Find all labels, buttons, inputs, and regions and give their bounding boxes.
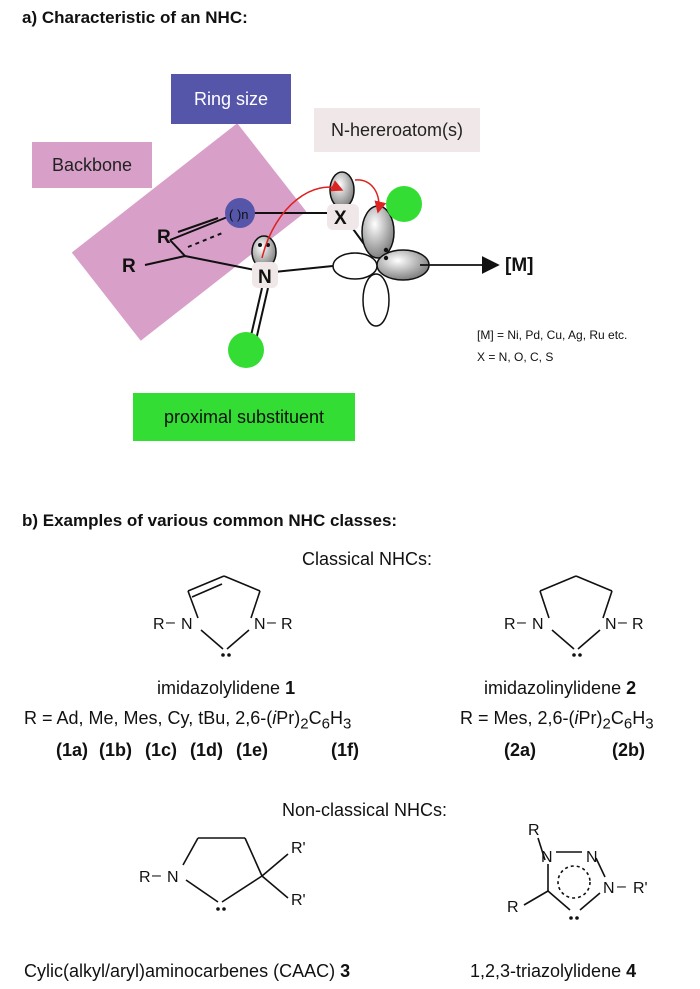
x-atom-label: X <box>334 208 347 229</box>
s3-caption: Cylic(alkyl/aryl)aminocarbenes (CAAC) 3 <box>24 961 350 982</box>
s3-name: Cylic(alkyl/aryl)aminocarbenes (CAAC) <box>24 961 336 981</box>
s4-n3: N <box>603 880 615 897</box>
triazole-ring-circle <box>557 865 591 899</box>
r1-label: R <box>157 227 171 248</box>
s2-r1: R <box>504 616 516 633</box>
s1-caption: imidazolylidene 1 <box>157 678 295 699</box>
s1-n1: N <box>181 616 193 633</box>
code-1d: (1d) <box>190 740 223 760</box>
s1-dash1: – <box>166 614 175 631</box>
code-1e: (1e) <box>236 740 269 760</box>
metal-label: [M] <box>505 255 533 276</box>
c-lobe-left <box>332 252 378 280</box>
s1-n2: N <box>254 616 266 633</box>
s3-r1: R' <box>291 840 306 857</box>
s1-r2: R <box>281 616 293 633</box>
ring-size-atom <box>225 198 255 228</box>
code-2a: (2a) <box>504 740 537 760</box>
code-1a: (1a) <box>56 740 89 760</box>
s4-number: 4 <box>626 961 637 981</box>
s1-dash2: – <box>267 614 276 631</box>
s2-r2: R <box>632 616 644 633</box>
s4-n1: N <box>541 849 553 866</box>
s2-r-definition: R = Mes, 2,6-(iPr)2C6H3 <box>460 708 654 733</box>
structure-3-bonds <box>182 837 289 903</box>
ring-size-label: Ring size <box>171 74 291 124</box>
bond-c-ring <box>169 213 236 241</box>
s2-n2: N <box>605 616 617 633</box>
bond-n-substituent-2 <box>255 287 269 341</box>
s2-number: 2 <box>626 678 637 698</box>
structure-1-bonds <box>187 575 261 650</box>
s4-n2: N <box>586 849 598 866</box>
x-atom-bg <box>327 204 359 230</box>
s2-n1: N <box>532 616 544 633</box>
n-atom-bg <box>252 262 278 288</box>
c-lobe-bottom <box>362 273 390 327</box>
part-a-title: a) Characteristic of an NHC: <box>22 8 248 27</box>
bond-n-substituent <box>249 287 263 341</box>
s4-r-right: R' <box>633 880 648 897</box>
metal-note: [M] = Ni, Pd, Cu, Ag, Ru etc. <box>477 328 628 342</box>
lone-pairs <box>258 243 389 261</box>
s1-r1: R <box>153 616 165 633</box>
s4-r-top: R <box>528 822 540 839</box>
x-substituent <box>386 186 422 222</box>
s2-dash2: – <box>618 614 627 631</box>
s2-name: imidazolinylidene <box>484 678 622 698</box>
donation-arrow-1 <box>261 180 344 259</box>
s1-name: imidazolylidene <box>157 678 281 698</box>
s4-name: 1,2,3-triazolylidene <box>470 961 622 981</box>
s1-r-definition: R = Ad, Me, Mes, Cy, tBu, 2,6-(iPr)2C6H3 <box>24 708 352 733</box>
code-1f: (1f) <box>331 740 359 760</box>
donation-arrow-2 <box>354 179 387 214</box>
classical-heading: Classical NHCs: <box>302 549 433 569</box>
s1-number: 1 <box>285 678 296 698</box>
orbital-lobes <box>251 171 430 327</box>
s3-r2: R' <box>291 892 306 909</box>
n-atom-label: N <box>258 267 272 288</box>
n-substituent <box>228 332 264 368</box>
bond-c-r2 <box>144 255 186 266</box>
s4-r-left: R <box>507 899 519 916</box>
proximal-substituent-label: proximal substituent <box>133 393 355 441</box>
part-b-title: b) Examples of various common NHC classe… <box>22 511 398 530</box>
s3-dash: – <box>152 867 161 884</box>
s3-n: N <box>167 869 179 886</box>
x-note: X = N, O, C, S <box>477 350 554 364</box>
code-1b: (1b) <box>99 740 132 760</box>
nonclassical-heading: Non-classical NHCs: <box>282 800 448 820</box>
code-1c: (1c) <box>145 740 178 760</box>
bond-c-n <box>184 255 256 271</box>
s2-dash1: – <box>517 614 526 631</box>
code-2b: (2b) <box>612 740 645 760</box>
backbone-dash <box>187 231 226 248</box>
structure-2-bonds <box>539 575 613 650</box>
s4-dash: – <box>617 878 626 895</box>
s3-number: 3 <box>340 961 351 981</box>
s4-caption: 1,2,3-triazolylidene 4 <box>470 961 636 982</box>
bond-c-r1 <box>177 217 219 233</box>
ring-n-label: ( )n <box>229 207 249 222</box>
n-heteroatom-label: N-hereroatom(s) <box>314 108 480 152</box>
s3-r: R <box>139 869 151 886</box>
structure-4-bonds <box>523 837 606 911</box>
r2-label: R <box>122 256 136 277</box>
s2-caption: imidazolinylidene 2 <box>484 678 636 699</box>
backbone-label: Backbone <box>32 142 152 188</box>
bond-c-c <box>169 239 186 257</box>
